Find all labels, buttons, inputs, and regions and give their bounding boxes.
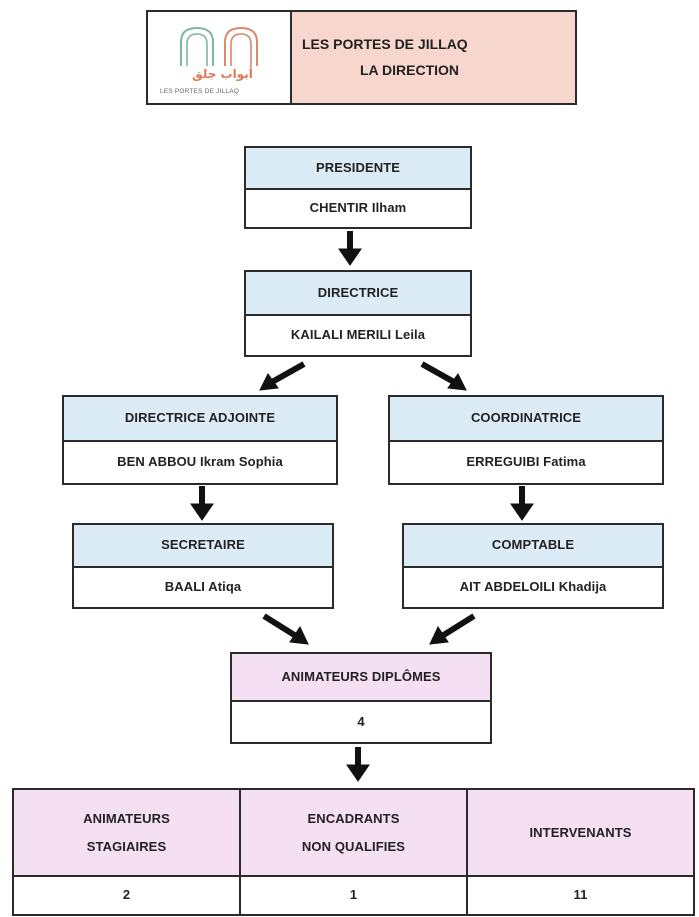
- role-label: ANIMATEURS STAGIAIRES: [14, 790, 239, 877]
- person-name: BEN ABBOU Ikram Sophia: [64, 442, 336, 483]
- person-name: CHENTIR Ilham: [246, 190, 470, 227]
- role-label: PRESIDENTE: [246, 148, 470, 190]
- node-directrice: DIRECTRICE KAILALI MERILI Leila: [244, 270, 472, 357]
- node-encadrants-non-qualifies: ENCADRANTS NON QUALIFIES 1: [239, 790, 466, 914]
- arrow-down-right-icon: [262, 613, 309, 645]
- role-label: ENCADRANTS NON QUALIFIES: [241, 790, 466, 877]
- header-title-line2: LA DIRECTION: [360, 61, 460, 78]
- bottom-table: ANIMATEURS STAGIAIRES 2 ENCADRANTS NON Q…: [12, 788, 695, 916]
- role-label-line2: NON QUALIFIES: [301, 838, 406, 854]
- role-label-line2: STAGIAIRES: [86, 838, 167, 854]
- role-label: ANIMATEURS DIPLÔMES: [232, 654, 490, 702]
- double-arch-icon: [180, 26, 258, 66]
- arrow-down-right-icon: [420, 361, 467, 391]
- role-label: INTERVENANTS: [468, 790, 693, 877]
- role-label-line1: ANIMATEURS: [83, 811, 170, 827]
- person-name: ERREGUIBI Fatima: [390, 442, 662, 483]
- node-directrice-adjointe: DIRECTRICE ADJOINTE BEN ABBOU Ikram Soph…: [62, 395, 338, 485]
- count-value: 1: [241, 877, 466, 914]
- header-title: LES PORTES DE JILLAQ LA DIRECTION: [292, 12, 575, 103]
- node-intervenants: INTERVENANTS 11: [466, 790, 693, 914]
- node-comptable: COMPTABLE AIT ABDELOILI Khadija: [402, 523, 664, 609]
- header-banner: أبواب جلق LES PORTES DE JILLAQ LES PORTE…: [146, 10, 577, 105]
- count-value: 11: [468, 877, 693, 914]
- arrow-down-icon: [510, 486, 534, 521]
- count-value: 4: [232, 702, 490, 742]
- arrow-down-icon: [346, 747, 370, 782]
- role-label: DIRECTRICE ADJOINTE: [64, 397, 336, 442]
- count-value: 2: [14, 877, 239, 914]
- role-label: COMPTABLE: [404, 525, 662, 568]
- arrow-down-left-icon: [259, 361, 306, 391]
- node-secretaire: SECRETAIRE BAALI Atiqa: [72, 523, 334, 609]
- person-name: AIT ABDELOILI Khadija: [404, 568, 662, 607]
- role-label-line1: ENCADRANTS: [307, 811, 400, 827]
- role-label: SECRETAIRE: [74, 525, 332, 568]
- node-presidente: PRESIDENTE CHENTIR Ilham: [244, 146, 472, 229]
- arrow-down-icon: [338, 231, 362, 266]
- role-label: DIRECTRICE: [246, 272, 470, 316]
- node-animateurs-diplomes: ANIMATEURS DIPLÔMES 4: [230, 652, 492, 744]
- logo-caption: LES PORTES DE JILLAQ: [160, 88, 240, 95]
- node-animateurs-stagiaires: ANIMATEURS STAGIAIRES 2: [14, 790, 239, 914]
- node-coordinatrice: COORDINATRICE ERREGUIBI Fatima: [388, 395, 664, 485]
- logo-arabic-text: أبواب جلق: [192, 67, 253, 81]
- person-name: BAALI Atiqa: [74, 568, 332, 607]
- role-label-line1: INTERVENANTS: [529, 824, 632, 840]
- arrow-down-left-icon: [429, 613, 476, 645]
- header-title-line1: LES PORTES DE JILLAQ: [302, 36, 468, 53]
- logo: أبواب جلق LES PORTES DE JILLAQ: [148, 12, 292, 103]
- role-label: COORDINATRICE: [390, 397, 662, 442]
- person-name: KAILALI MERILI Leila: [246, 316, 470, 355]
- arrow-down-icon: [190, 486, 214, 521]
